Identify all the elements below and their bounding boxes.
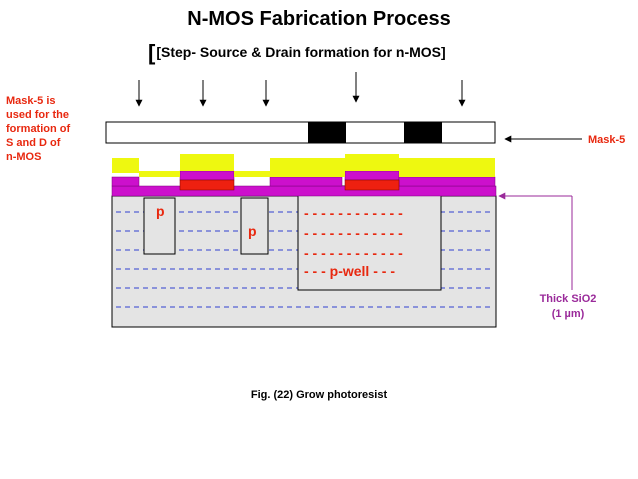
oxide-pointer	[498, 192, 573, 290]
exposure-arrows	[135, 72, 466, 107]
gate-right	[344, 179, 400, 191]
step-subtitle: [[Step- Source & Drain formation for n-M…	[148, 40, 446, 66]
p-well-dashes: - - - - - - - - - - - -	[304, 225, 403, 241]
mask-opaque-region	[404, 122, 442, 143]
figure-caption: Fig. (22) Grow photoresist	[250, 389, 388, 401]
mask-note-line: used for the	[6, 109, 69, 121]
p-well-dashes: - - - - - - - - - - - -	[304, 245, 403, 261]
p-well-label: - - - p-well - - -	[304, 263, 395, 279]
p-region-left-label: p	[156, 203, 165, 219]
subtitle-bracket: [	[148, 40, 156, 65]
p-well-dashes: - - - - - - - - - - - -	[304, 205, 403, 221]
p-region-middle-label: p	[248, 223, 257, 239]
page-title: N-MOS Fabrication Process	[187, 8, 451, 30]
mask-5-plate	[105, 121, 496, 144]
mask-note-line: n-MOS	[6, 151, 42, 163]
p-region-left	[143, 197, 176, 255]
mask-label: Mask-5	[588, 134, 626, 146]
oxide-label-line2: (1 µm)	[551, 308, 585, 320]
p-well	[297, 185, 442, 291]
mask-note-line: S and D of	[6, 137, 61, 149]
p-region-middle	[240, 197, 269, 255]
gate-left	[179, 179, 235, 191]
photoresist-layer	[112, 154, 495, 177]
oxide-label: Thick SiO2 (1 µm)	[538, 292, 598, 322]
subtitle-text: [Step- Source & Drain formation for n-MO…	[156, 44, 446, 60]
oxide-label-line1: Thick SiO2	[539, 293, 597, 305]
mask-opaque-region	[308, 122, 346, 143]
mask-note: Mask-5 is used for the formation of S an…	[6, 94, 98, 164]
mask-note-line: formation of	[6, 123, 71, 135]
mask-note-line: Mask-5 is	[6, 95, 56, 107]
